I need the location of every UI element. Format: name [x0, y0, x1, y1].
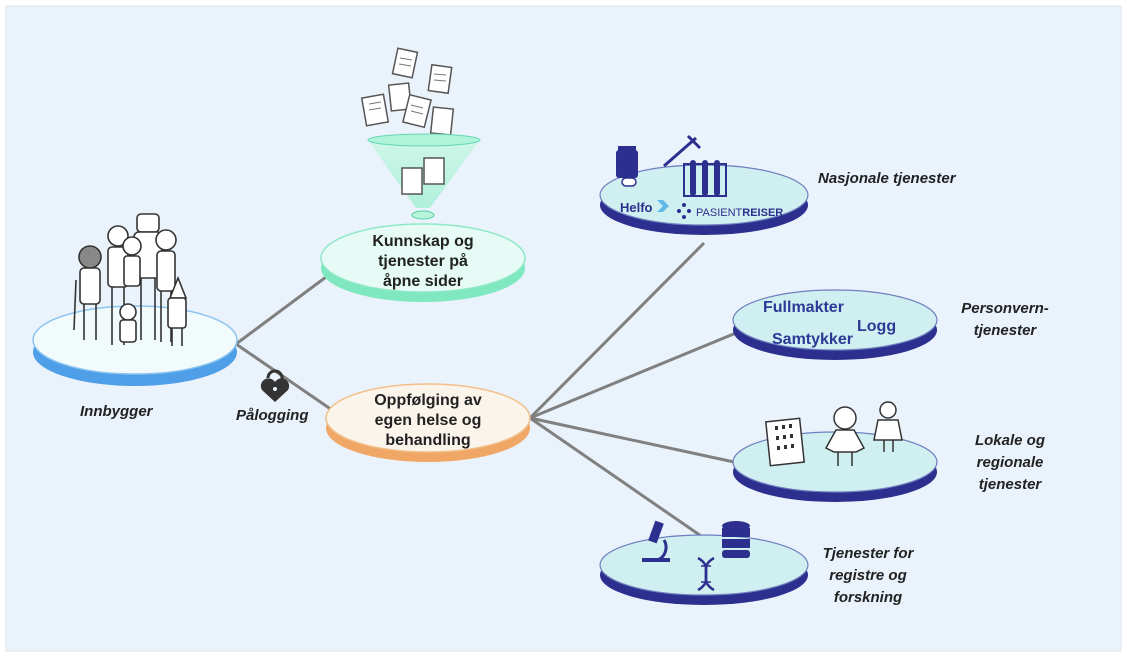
knowledge-label-line1: Kunnskap og	[372, 233, 473, 250]
knowledge-platform[interactable]	[320, 223, 526, 302]
followup-label-line3: behandling	[385, 432, 470, 449]
national-services-label: Nasjonale tjenester	[818, 170, 957, 187]
followup-label-line1: Oppfølging av	[374, 392, 482, 409]
pasientreiser-dots-icon	[677, 203, 691, 219]
registry-label-line2: registre og	[829, 567, 907, 584]
followup-platform[interactable]	[325, 383, 531, 462]
line-citizen-knowledge	[235, 275, 327, 346]
login-label: Pålogging	[236, 407, 309, 424]
pasientreiser-logo: PASIENTREISER	[696, 207, 783, 219]
privacy-label-line1: Personvern-	[961, 300, 1049, 317]
followup-label-line2: egen helse og	[375, 412, 482, 429]
connector-lines	[235, 241, 737, 540]
hospital-building-icon	[764, 417, 806, 467]
citizen-label: Innbygger	[80, 403, 154, 420]
test-tubes-icon	[683, 160, 727, 197]
line-followup-national	[528, 241, 706, 420]
line-followup-local	[529, 416, 735, 464]
line-followup-privacy	[529, 331, 737, 420]
knowledge-label-line2: tjenester på	[378, 252, 468, 270]
local-label-line2: regionale	[977, 454, 1044, 471]
registry-label-line1: Tjenester for	[823, 545, 915, 562]
local-label-line3: tjenester	[979, 476, 1043, 493]
registry-services-platform[interactable]	[599, 534, 809, 605]
privacy-item-samtykker: Samtykker	[772, 331, 853, 348]
medicine-bottle-icon	[616, 146, 638, 187]
line-followup-registry	[529, 416, 705, 540]
privacy-label-line2: tjenester	[974, 322, 1038, 339]
helfo-logo-text: Helfo	[620, 200, 653, 215]
citizen-platform[interactable]	[32, 305, 238, 386]
knowledge-label-line3: åpne sider	[383, 272, 463, 290]
registry-label-line3: forskning	[834, 589, 902, 606]
dna-icon	[697, 556, 715, 592]
people-group-illustration	[73, 213, 188, 346]
line-citizen-followup	[235, 342, 333, 412]
nurse-illustration	[873, 401, 903, 452]
heart-padlock-icon	[260, 369, 290, 402]
doctor-illustration	[824, 406, 866, 466]
privacy-item-fullmakter: Fullmakter	[763, 299, 844, 316]
database-icon	[722, 521, 750, 558]
privacy-services-platform[interactable]	[732, 289, 938, 360]
document-funnel-illustration	[360, 47, 481, 220]
local-label-line1: Lokale og	[975, 432, 1045, 449]
helfo-chevron-icon	[657, 200, 669, 212]
privacy-item-logg: Logg	[857, 318, 896, 335]
syringe-icon	[663, 134, 702, 168]
microscope-icon	[642, 520, 670, 562]
